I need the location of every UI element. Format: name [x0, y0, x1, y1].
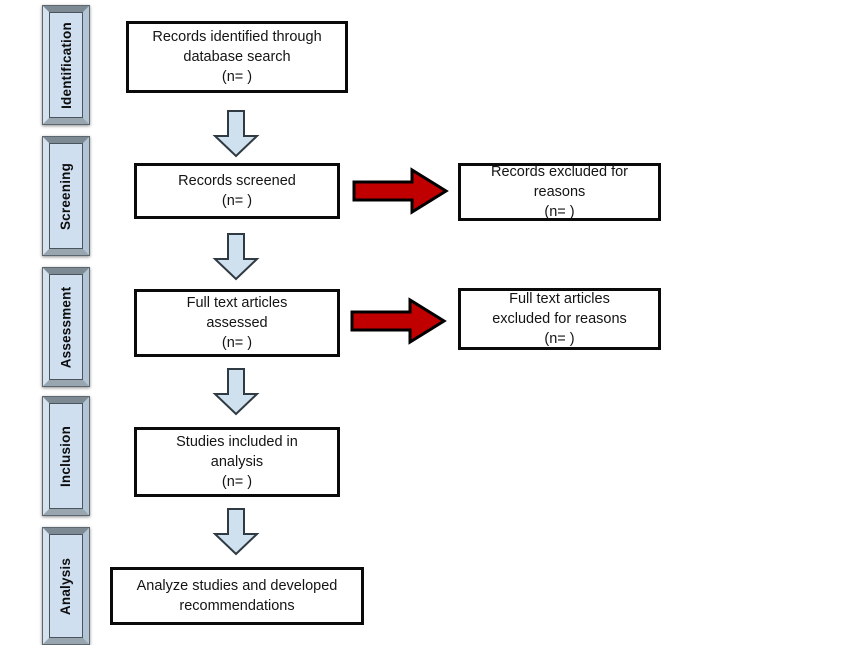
box-studies-included-line-2: analysis: [210, 454, 264, 470]
box-records-excluded[interactable]: Records excluded for reasons (n= ): [458, 163, 661, 221]
box-records-screened-line-1: Records screened: [178, 173, 296, 189]
box-records-screened[interactable]: Records screened (n= ): [134, 163, 340, 219]
stage-tab-inclusion[interactable]: Inclusion: [42, 396, 90, 516]
stage-tab-analysis-inner: Analysis: [49, 534, 83, 638]
stage-tab-inclusion-label: Inclusion: [58, 425, 74, 487]
box-analyze-studies-line-1: Analyze studies and developed: [136, 578, 338, 594]
box-records-excluded-line-1: Records excluded for: [490, 164, 628, 180]
box-records-excluded-line-3: (n= ): [544, 204, 575, 220]
stage-tab-assessment[interactable]: Assessment: [42, 267, 90, 387]
box-full-text-assessed-line-1: Full text articles: [186, 295, 288, 311]
exclusion-arrow-icon-1: [352, 167, 449, 215]
box-studies-included[interactable]: Studies included in analysis (n= ): [134, 427, 340, 497]
box-full-text-excluded[interactable]: Full text articles excluded for reasons …: [458, 288, 661, 350]
exclusion-arrow-icon-2: [350, 297, 447, 345]
stage-tab-screening[interactable]: Screening: [42, 136, 90, 256]
stage-tab-analysis[interactable]: Analysis: [42, 527, 90, 645]
box-records-identified[interactable]: Records identified through database sear…: [126, 21, 348, 93]
box-studies-included-line-1: Studies included in: [176, 434, 298, 450]
stage-tab-analysis-label: Analysis: [58, 557, 74, 615]
box-full-text-assessed[interactable]: Full text articles assessed (n= ): [134, 289, 340, 357]
box-studies-included-line-3: (n= ): [221, 474, 253, 490]
stage-tab-assessment-label: Assessment: [58, 286, 74, 368]
box-records-identified-line-2: database search: [183, 49, 291, 65]
box-records-identified-line-3: (n= ): [221, 69, 253, 85]
box-records-identified-line-1: Records identified through: [152, 29, 322, 45]
box-full-text-assessed-line-2: assessed: [206, 315, 268, 331]
stage-tab-identification-label: Identification: [58, 21, 74, 109]
box-full-text-excluded-line-2: excluded for reasons: [492, 311, 627, 327]
box-records-excluded-line-2: reasons: [533, 184, 586, 200]
down-arrow-icon-2: [212, 233, 260, 281]
box-full-text-assessed-line-3: (n= ): [221, 335, 253, 351]
box-analyze-studies[interactable]: Analyze studies and developed recommenda…: [110, 567, 364, 625]
box-full-text-excluded-line-1: Full text articles: [509, 291, 610, 307]
stage-tab-identification[interactable]: Identification: [42, 5, 90, 125]
box-records-screened-line-2: (n= ): [221, 193, 253, 209]
down-arrow-icon-3: [212, 368, 260, 416]
stage-tab-screening-label: Screening: [58, 162, 74, 230]
stage-tab-identification-inner: Identification: [49, 12, 83, 118]
stage-tab-inclusion-inner: Inclusion: [49, 403, 83, 509]
down-arrow-icon-1: [212, 110, 260, 158]
box-full-text-excluded-line-3: (n= ): [544, 331, 575, 347]
stage-tab-screening-inner: Screening: [49, 143, 83, 249]
stage-tab-assessment-inner: Assessment: [49, 274, 83, 380]
down-arrow-icon-4: [212, 508, 260, 556]
box-analyze-studies-line-2: recommendations: [179, 598, 295, 614]
